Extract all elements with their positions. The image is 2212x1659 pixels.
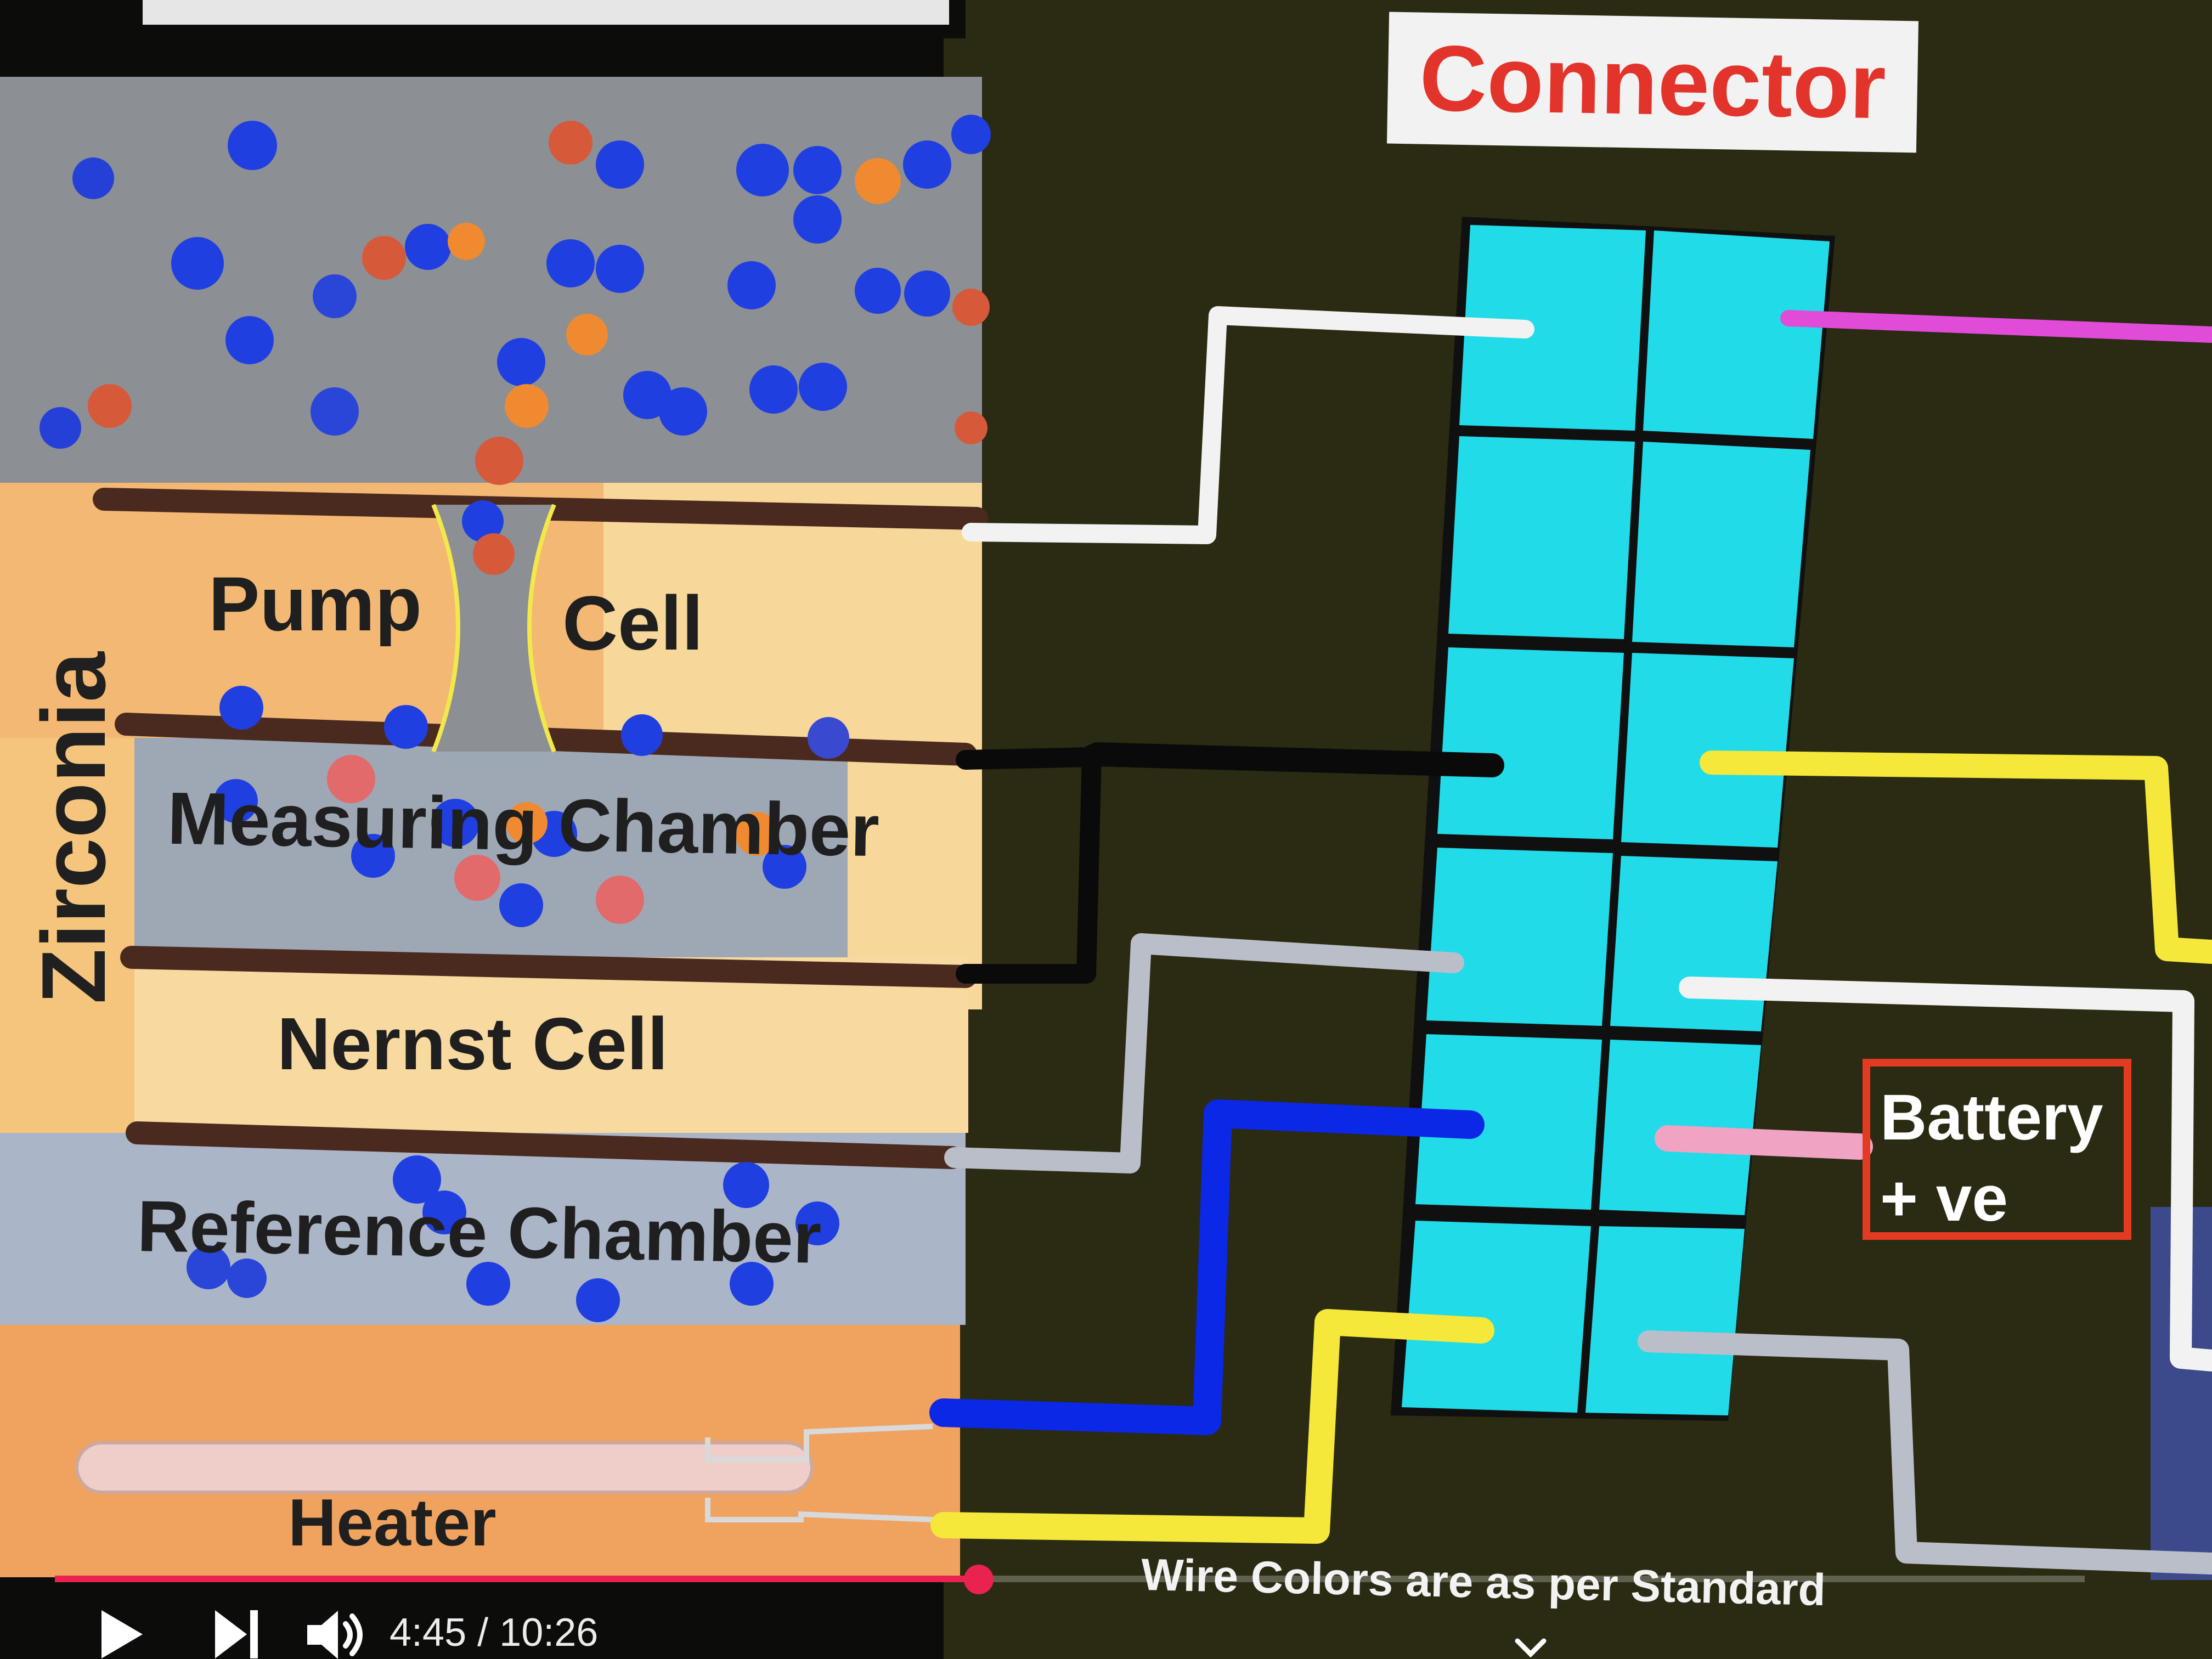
diffusion-gap: [433, 505, 554, 752]
progress-bar[interactable]: [55, 1565, 2085, 1594]
nernst-cell-layer: [134, 957, 968, 1133]
cell-label: Cell: [562, 580, 703, 666]
measuring-chamber: [134, 738, 848, 957]
measuring-chamber-label: Measuring Chamber: [166, 776, 881, 872]
heater-element: [75, 1441, 814, 1494]
connector-block: [1391, 217, 1835, 1421]
heater-lead: [705, 1498, 933, 1522]
progress-scrubber[interactable]: [963, 1565, 994, 1594]
battery-positive-label: Battery + ve: [1863, 1059, 2131, 1240]
battery-line2: + ve: [1880, 1162, 2008, 1235]
heater-label: Heater: [288, 1485, 496, 1560]
zirconia-left-strip: [0, 738, 134, 1133]
progress-fill: [55, 1576, 979, 1582]
chevron-down-icon[interactable]: [1514, 1638, 1547, 1658]
reference-chamber-label: Reference Chamber: [136, 1186, 822, 1278]
duration: 10:26: [499, 1611, 599, 1655]
volume-icon[interactable]: [307, 1607, 368, 1659]
current-time: 4:45: [390, 1611, 467, 1655]
wires: [929, 306, 2212, 1575]
pump-label: Pump: [208, 561, 422, 647]
time-readout: 4:45 / 10:26: [390, 1610, 598, 1655]
separator-line: [120, 946, 977, 988]
diffusion-gap-edge: [527, 504, 556, 753]
time-separator: /: [466, 1611, 500, 1655]
gas-molecules: [40, 115, 991, 1322]
top-white-bar: [143, 0, 949, 25]
zirconia-label: Zirconia: [23, 652, 124, 1004]
connector-title: Connector: [1386, 12, 1919, 153]
skip-next-icon[interactable]: [215, 1610, 259, 1658]
nernst-cell-label: Nernst Cell: [277, 1002, 668, 1085]
separator-line: [126, 1121, 963, 1169]
heater-lead: [705, 1424, 933, 1462]
diffusion-gap-edge: [431, 504, 460, 753]
play-icon[interactable]: [101, 1610, 143, 1658]
battery-line1: Battery: [1880, 1081, 2103, 1154]
